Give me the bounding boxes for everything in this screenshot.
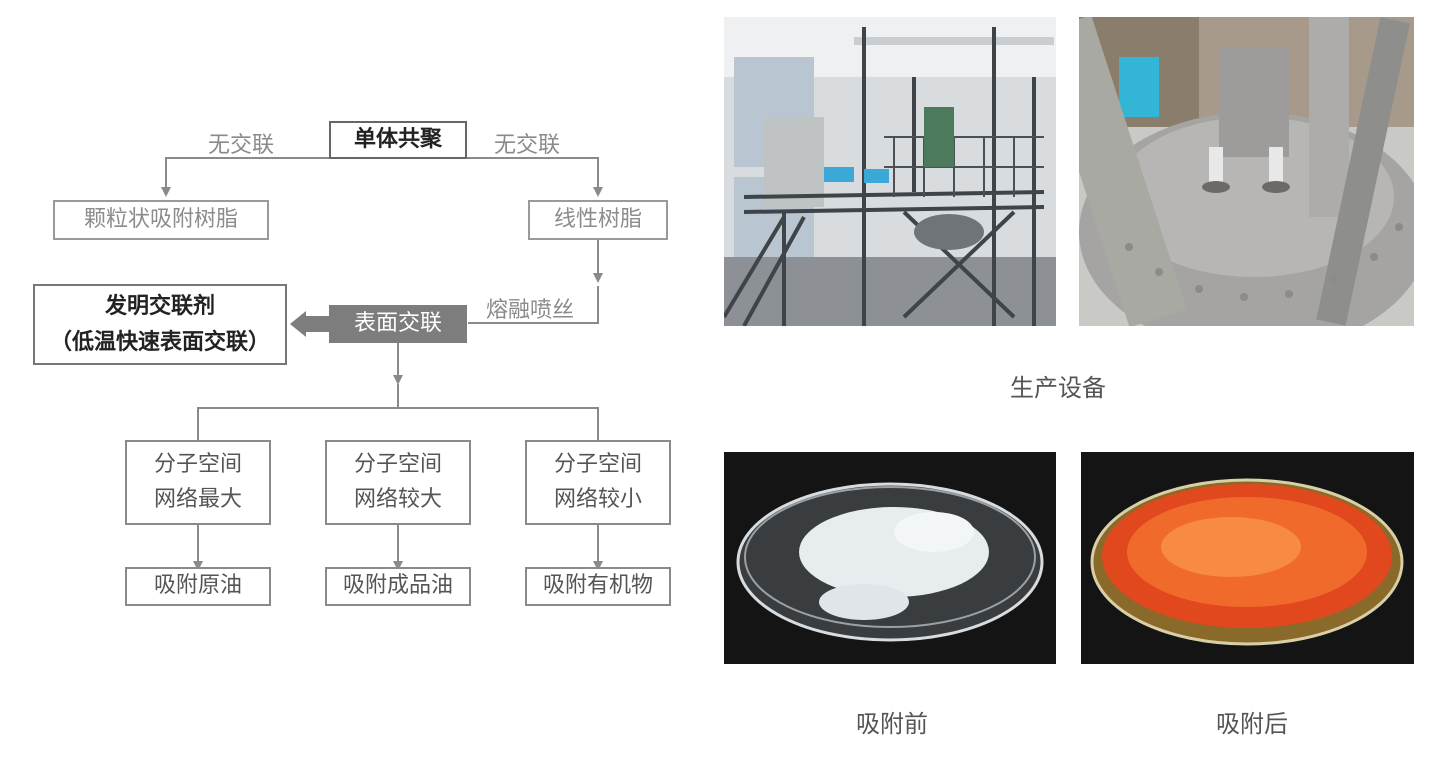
before-adsorption-photo — [724, 452, 1056, 664]
surface-crosslink-box: 表面交联 — [329, 305, 467, 343]
network-box-smaller: 分子空间 网络较小 — [525, 440, 671, 525]
edge-label-no-crosslink-right: 无交联 — [494, 133, 561, 158]
equipment-caption: 生产设备 — [1010, 374, 1106, 402]
after-caption: 吸附后 — [1216, 710, 1288, 738]
invention-crosslinker-box: 发明交联剂 （低温快速表面交联） — [33, 284, 287, 365]
edge-label-melt-spinning: 熔融喷丝 — [486, 298, 575, 323]
network-line2: 网络较小 — [553, 486, 642, 512]
result-product-oil-box: 吸附成品油 — [325, 567, 471, 606]
edge-label-no-crosslink-left: 无交联 — [208, 133, 275, 158]
equipment-photo-platform — [724, 17, 1056, 326]
big-left-arrow — [290, 311, 330, 337]
network-box-larger: 分子空间 网络较大 — [325, 440, 471, 525]
granular-resin-box: 颗粒状吸附树脂 — [53, 200, 269, 240]
equipment-photo-reactor — [1079, 17, 1414, 326]
network-box-largest: 分子空间 网络最大 — [125, 440, 271, 525]
network-line1: 分子空间 — [553, 452, 642, 478]
invention-title: 发明交联剂 — [104, 294, 215, 320]
network-line1: 分子空间 — [353, 452, 442, 478]
result-organics-box: 吸附有机物 — [525, 567, 671, 606]
before-caption: 吸附前 — [856, 710, 928, 738]
network-line2: 网络较大 — [353, 486, 442, 512]
network-line1: 分子空间 — [153, 452, 242, 478]
invention-subtitle: （低温快速表面交联） — [49, 329, 270, 355]
linear-resin-box: 线性树脂 — [528, 200, 668, 240]
monomer-copolymer-box: 单体共聚 — [329, 121, 467, 159]
after-adsorption-photo — [1081, 452, 1414, 664]
result-crude-oil-box: 吸附原油 — [125, 567, 271, 606]
connector-lines — [161, 157, 603, 571]
network-line2: 网络最大 — [153, 486, 242, 512]
process-flow-diagram: 无交联 无交联 熔融喷丝 单体共聚 颗粒状吸附树脂 线性树脂 表面交联 发明交联… — [0, 0, 700, 761]
